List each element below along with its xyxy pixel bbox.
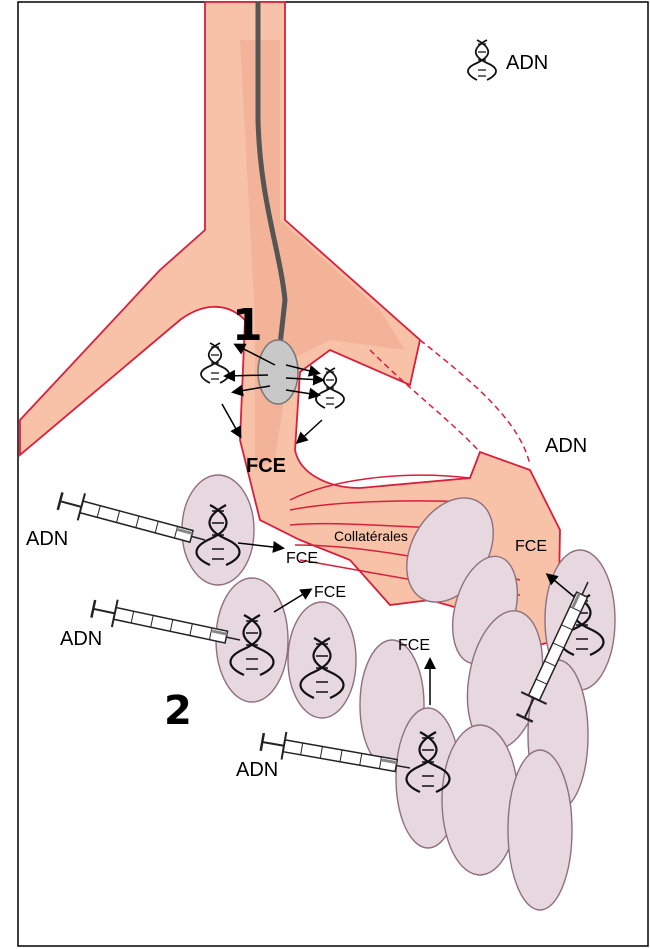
step-2-number: 2 xyxy=(164,688,192,734)
fce-label: FCE xyxy=(286,550,318,567)
legend-dna-icon xyxy=(468,40,496,80)
injection-label: ADN xyxy=(545,435,587,457)
balloon xyxy=(258,340,298,404)
fce-label: FCE xyxy=(398,637,430,654)
legend-label: ADN xyxy=(506,52,548,74)
step-1-number: 1 xyxy=(232,300,263,351)
injection-label: ADN xyxy=(26,528,68,550)
fce-main-label: FCE xyxy=(246,455,286,477)
fce-label: FCE xyxy=(515,538,547,555)
injection-label: ADN xyxy=(236,759,278,781)
fce-label: FCE xyxy=(314,584,346,601)
injection-label: ADN xyxy=(60,628,102,650)
dna-icon xyxy=(201,343,229,383)
dna-icon xyxy=(316,368,344,408)
collaterales-label: Collatérales xyxy=(334,528,408,544)
